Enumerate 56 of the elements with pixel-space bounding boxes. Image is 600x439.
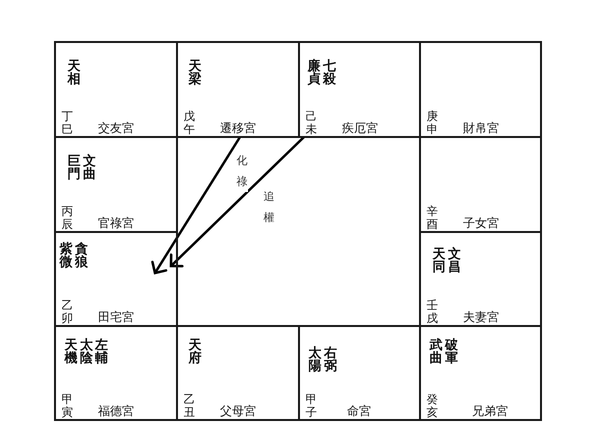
palace-name: 命宮 [347, 405, 371, 418]
palace-cell [298, 325, 421, 421]
star-name: 太陰 [79, 339, 94, 365]
star-name: 天府 [188, 339, 202, 365]
star-name: 天同 [432, 248, 446, 274]
palace-name: 福德宮 [98, 405, 134, 418]
arrow [170, 136, 305, 268]
star-name: 廉貞 [307, 60, 322, 86]
palace-cell [419, 136, 542, 233]
palace-name: 疾厄宮 [342, 122, 378, 135]
stem-branch: 乙卯 [61, 299, 74, 325]
palace-cell [54, 41, 178, 138]
star-name: 文昌 [447, 248, 462, 274]
palace-name: 遷移宮 [220, 122, 256, 135]
stem-branch: 己未 [305, 110, 318, 136]
arrow [151, 136, 242, 274]
palace-cell [176, 325, 300, 421]
star-name: 武曲 [429, 339, 444, 365]
palace-cell [419, 41, 542, 138]
stem-branch: 癸亥 [426, 393, 439, 419]
palace-name: 官祿宮 [98, 217, 134, 230]
stem-branch: 庚申 [426, 110, 439, 136]
stem-branch: 辛酉 [426, 205, 439, 231]
palace-cell [54, 325, 178, 421]
star-name: 破軍 [444, 339, 459, 365]
palace-name: 田宅宮 [98, 311, 134, 324]
palace-cell [419, 231, 542, 327]
star-name: 天機 [64, 339, 78, 365]
star-name: 巨門 [67, 155, 82, 181]
palace-cell [54, 136, 178, 233]
stem-branch: 丙辰 [61, 205, 74, 231]
stem-branch: 丁巳 [61, 110, 74, 136]
palace-name: 父母宮 [220, 405, 256, 418]
star-name: 紫微 [59, 243, 74, 269]
palace-name: 子女宮 [463, 217, 499, 230]
palace-name: 財帛宮 [463, 122, 499, 135]
stem-branch: 壬戌 [426, 299, 439, 325]
palace-name: 兄弟宮 [472, 405, 508, 418]
palace-name: 夫妻宮 [463, 311, 499, 324]
star-name: 天相 [67, 60, 82, 86]
star-name: 七殺 [322, 60, 337, 86]
stem-branch: 乙丑 [183, 393, 196, 419]
stem-branch: 甲寅 [61, 393, 74, 419]
star-name: 文曲 [82, 155, 97, 181]
star-name: 天梁 [188, 60, 202, 86]
star-name: 太陽 [308, 347, 322, 373]
stem-branch: 戊午 [183, 110, 196, 136]
palace-name: 交友宮 [98, 122, 134, 135]
star-name: 右弼 [323, 347, 338, 373]
palace-cell [176, 41, 300, 138]
stem-branch: 甲子 [305, 393, 318, 419]
palace-cell [54, 231, 178, 327]
palace-cell [298, 41, 421, 138]
palace-cell [419, 325, 542, 421]
star-name: 左輔 [94, 339, 109, 365]
star-name: 貪狼 [74, 243, 89, 269]
